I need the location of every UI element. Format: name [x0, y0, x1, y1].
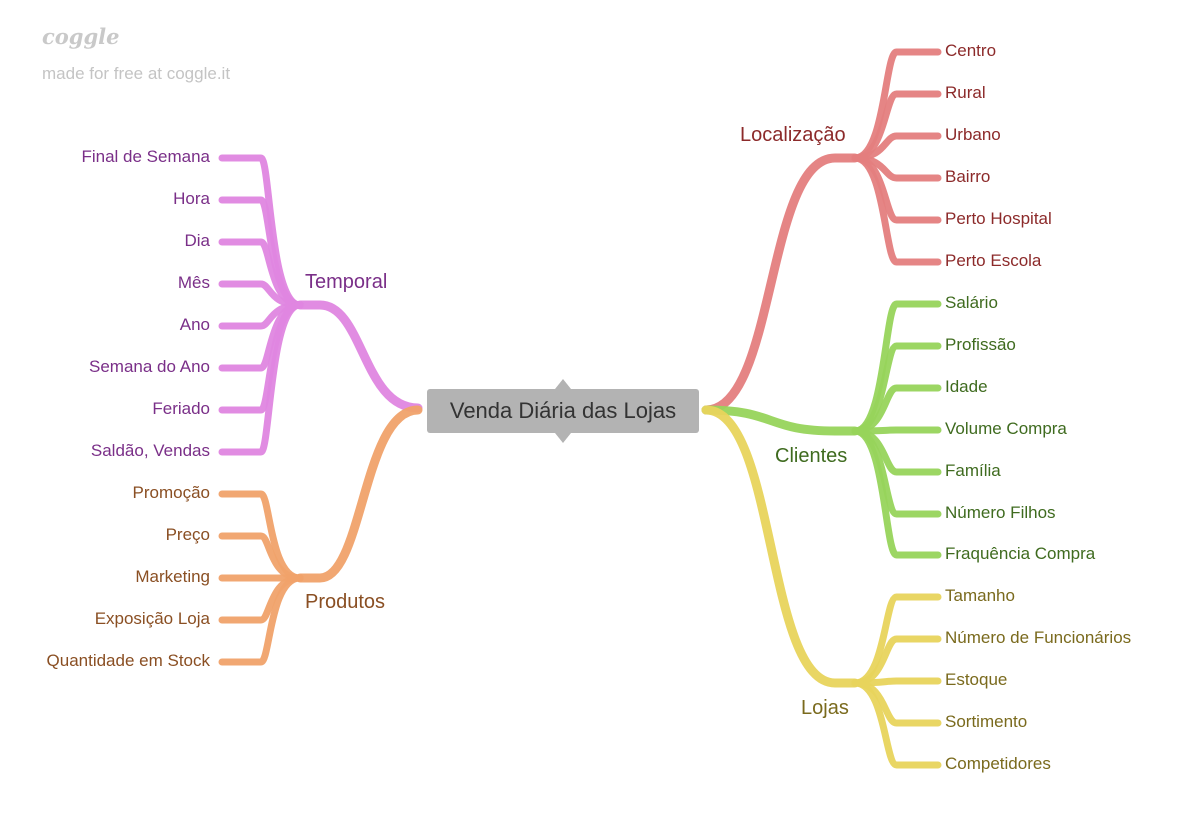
leaf-node-produtos[interactable]: Preço — [165, 525, 210, 544]
leaf-node-lojas[interactable]: Estoque — [945, 670, 1008, 689]
leaf-node-clientes[interactable]: Salário — [945, 293, 998, 312]
leaf-node-lojas[interactable]: Tamanho — [945, 586, 1015, 605]
leaf-node-temporal[interactable]: Mês — [177, 273, 210, 292]
branch-node-clientes[interactable]: Clientes — [775, 445, 848, 467]
central-node-label: Venda Diária das Lojas — [449, 398, 677, 423]
branch-link-clientes — [701, 405, 860, 436]
leaf-link-temporal-7 — [218, 301, 304, 456]
leaf-node-produtos[interactable]: Quantidade em Stock — [46, 651, 210, 670]
leaf-node-lojas[interactable]: Sortimento — [945, 712, 1028, 731]
leaf-node-localizacao[interactable]: Perto Hospital — [945, 209, 1052, 228]
leaf-node-lojas[interactable]: Número de Funcionários — [945, 628, 1132, 647]
leaf-node-temporal[interactable]: Hora — [173, 189, 210, 208]
leaf-node-lojas[interactable]: Competidores — [945, 754, 1051, 773]
branch-link-lojas — [701, 405, 860, 688]
branch-node-produtos[interactable]: Produtos — [305, 591, 386, 613]
central-node-bottom-handle[interactable] — [555, 433, 571, 443]
leaf-node-localizacao[interactable]: Urbano — [945, 125, 1001, 144]
central-node[interactable]: Venda Diária das Lojas — [427, 389, 699, 433]
leaf-node-clientes[interactable]: Volume Compra — [945, 419, 1067, 438]
leaf-link-clientes-6 — [851, 427, 942, 559]
leaf-node-produtos[interactable]: Promoção — [132, 483, 210, 502]
branch-node-temporal[interactable]: Temporal — [305, 271, 388, 293]
branch-node-localizacao[interactable]: Localização — [740, 124, 846, 146]
leaf-node-temporal[interactable]: Semana do Ano — [89, 357, 210, 376]
leaf-link-clientes-0 — [851, 300, 942, 435]
leaf-link-clientes-2 — [851, 384, 942, 435]
leaf-node-clientes[interactable]: Idade — [945, 377, 988, 396]
leaf-node-clientes[interactable]: Profissão — [945, 335, 1016, 354]
leaf-node-localizacao[interactable]: Centro — [945, 41, 997, 60]
branch-link-temporal — [295, 300, 423, 413]
leaf-link-lojas-4 — [851, 679, 942, 769]
leaf-node-produtos[interactable]: Exposição Loja — [94, 609, 210, 628]
leaf-link-produtos-4 — [218, 574, 304, 666]
leaf-node-temporal[interactable]: Ano — [179, 315, 210, 334]
coggle-tagline: made for free at coggle.it — [42, 64, 231, 83]
leaf-node-clientes[interactable]: Fraquência Compra — [945, 544, 1096, 563]
branch-node-lojas[interactable]: Lojas — [801, 697, 849, 719]
leaf-node-localizacao[interactable]: Bairro — [945, 167, 991, 186]
leaf-node-temporal[interactable]: Feriado — [152, 399, 210, 418]
leaf-node-temporal[interactable]: Dia — [184, 231, 210, 250]
leaf-node-localizacao[interactable]: Rural — [945, 83, 986, 102]
leaf-node-temporal[interactable]: Final de Semana — [81, 147, 210, 166]
branch-link-localizacao — [701, 153, 860, 415]
leaf-link-localizacao-5 — [851, 154, 942, 266]
leaf-node-clientes[interactable]: Família — [945, 461, 1001, 480]
branch-link-produtos — [295, 405, 423, 583]
coggle-logo: coggle — [42, 24, 120, 49]
leaf-link-produtos-1 — [218, 532, 304, 582]
leaf-node-temporal[interactable]: Saldão, Vendas — [90, 441, 210, 460]
leaf-node-clientes[interactable]: Número Filhos — [945, 503, 1056, 522]
leaf-node-localizacao[interactable]: Perto Escola — [945, 251, 1042, 270]
central-node-top-handle[interactable] — [555, 379, 571, 389]
leaf-node-produtos[interactable]: Marketing — [135, 567, 210, 586]
leaf-link-lojas-1 — [851, 635, 942, 687]
leaf-link-localizacao-0 — [851, 48, 942, 162]
